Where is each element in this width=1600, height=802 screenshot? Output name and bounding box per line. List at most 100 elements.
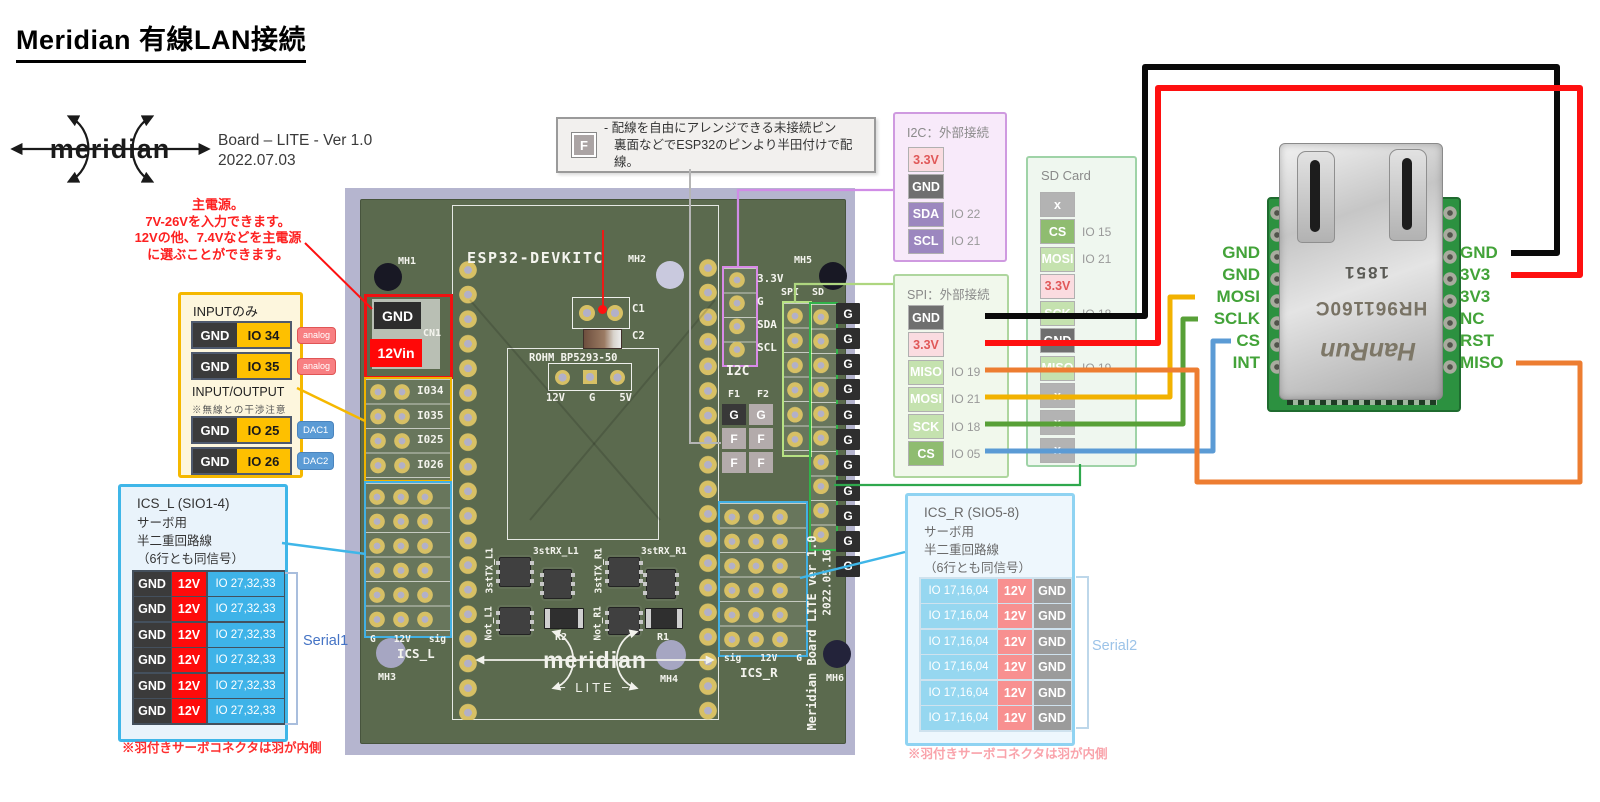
i2c-pin-row: SCL IO 21 (908, 228, 980, 254)
gnd-cell: GND (193, 323, 237, 347)
sd-pin-row: MISO IO 19 (1040, 355, 1112, 381)
i2c-box-title: I2C：外部接続 (907, 126, 989, 140)
silk-i2c-sda: SDA (757, 318, 777, 331)
pin-io: IO 18 (1082, 306, 1112, 321)
gnd-pin-cell: G (836, 429, 860, 451)
ics-l-pads-b (391, 485, 411, 632)
silk-r1: R1 (657, 632, 670, 643)
c1-pads (572, 297, 630, 329)
ics-r-pads-b (746, 505, 766, 651)
pcb-meridian-logo: meridian − LITE − (475, 629, 715, 695)
cn1-gnd-pin: GND (374, 302, 421, 329)
sd-pin-row: 3.3V (1040, 273, 1111, 299)
esp32-left-pin-holes (457, 258, 479, 720)
silk-f1: F1 (728, 389, 741, 400)
ics-r-annotation-box: ICS_R (SIO5-8) サーボ用 半二重回路線 （6行とも同信号） IO … (905, 493, 1075, 746)
servo-note-left: ※羽付きサーボコネクタは羽が内側 (122, 741, 322, 755)
f-note-line1: - 配線を自由にアレンジできる未接続ピン (604, 120, 837, 135)
f-header-cell: G (722, 404, 746, 425)
ics-r-pin-labels: sig 12V G (724, 653, 802, 664)
sd-header-pads (811, 305, 831, 547)
pin-io: IO 21 (951, 392, 981, 407)
lan-pin-label: SCLK (1213, 309, 1260, 328)
pin-io: IO 21 (1082, 252, 1112, 267)
gnd-pin-cell: G (836, 303, 860, 324)
silk-input-pin: I025 (417, 433, 444, 446)
shield-marking-brand: HanRun (1320, 337, 1416, 365)
power-note: 主電源。 7V-26Vを入力できます。 12Vの他、7.4Vなどを主電源 に選ぶ… (134, 197, 302, 262)
ics-r-pads-a (722, 505, 742, 651)
pin-name: MOSI (908, 386, 944, 412)
ics-r-row: IO 17,16,04 12V GND (920, 680, 1071, 705)
ics-r-title: ICS_R (SIO5-8) (924, 505, 1020, 520)
ics-l-row: GND 12V IO 27,32,33 (133, 571, 284, 596)
board-date: 2022.07.03 (218, 152, 296, 169)
ics-r-row: IO 17,16,04 12V GND (920, 578, 1071, 603)
chip-3strx-l1 (540, 569, 575, 599)
gnd-pin-cell: G (836, 555, 860, 577)
gnd-pin-cell: G (836, 353, 860, 375)
gnd-cell: GND (193, 418, 237, 442)
silk-devkit: ESP32-DEVKITC (467, 249, 604, 267)
ics-l-row: GND 12V IO 27,32,33 (133, 673, 284, 698)
lan-pin-label: CS (1236, 331, 1260, 350)
gnd-pin-cell: G (836, 404, 860, 426)
pin-name: MISO (1040, 355, 1075, 381)
silk-side-date: 2022.05.16 (820, 549, 834, 616)
sd-pin-row: x (1040, 383, 1111, 409)
ics-r-table: IO 17,16,04 12V GND IO 17,16,04 12V GND … (919, 577, 1072, 732)
servo-note-right: ※羽付きサーボコネクタは羽が内側 (908, 747, 1108, 761)
sd-pin-row: x (1040, 437, 1111, 463)
pin-badge: analog (297, 326, 337, 344)
sd-pin-row: x (1040, 192, 1111, 217)
chip-3strx-r1 (643, 569, 679, 599)
rj45-clip-left (1297, 151, 1335, 243)
pin-name: 3.3V (1040, 273, 1075, 299)
sd-pin-row: SCK IO 18 (1040, 301, 1112, 327)
ics-r-row: IO 17,16,04 12V GND (920, 604, 1071, 628)
serial2-label: Serial2 (1092, 638, 1138, 654)
f-pin-badge: F (571, 132, 597, 158)
f-header-cell: F (749, 428, 773, 449)
pin-name: SCK (1040, 301, 1075, 327)
spi-pin-row: CS IO 05 (908, 441, 980, 467)
sd-pin-row: MOSI IO 21 (1040, 246, 1112, 272)
ics-r-row: IO 17,16,04 12V GND (920, 655, 1071, 679)
pin-name: CS (908, 441, 944, 467)
gnd-pin-cell: G (836, 454, 860, 476)
silk-c2: C2 (632, 330, 645, 342)
i2c-pin-row: SDA IO 22 (908, 201, 981, 227)
ics-l-row: GND 12V IO 27,32,33 (133, 699, 284, 723)
silk-3sttx-l1: 3stTX_L1 (484, 547, 496, 594)
io-cell: IO 34 (237, 323, 290, 347)
spi-annotation-box: SPI：外部接続 GND 3.3V MISO IO 19 (893, 274, 1009, 478)
silk-dcdc-title: ROHM BP5293-50 (529, 352, 618, 364)
sd-pin-row: x (1040, 410, 1111, 436)
chip-3sttx-r1 (605, 557, 643, 587)
silk-mh2: MH2 (628, 254, 647, 265)
pin-io: IO 19 (1082, 361, 1112, 376)
sd-pin-row: CS IO 15 (1040, 219, 1111, 245)
mh6-hole (823, 640, 851, 668)
i2c-annotation-box: I2C：外部接続 3.3V GND SDA IO 22 (893, 112, 1007, 262)
silk-3sttx-r1: 3stTX_R1 (593, 547, 605, 594)
pin-name: x (1040, 437, 1075, 463)
shield-marking-lot: 1851 (1343, 263, 1389, 282)
pin-io: IO 22 (951, 207, 981, 222)
gnd-pin-cell: G (836, 328, 860, 350)
pin-name: SDA (908, 201, 944, 227)
interference-warning: ※無線との干渉注意 (192, 405, 287, 416)
silk-mh5: MH5 (794, 255, 813, 266)
silk-mh6: MH6 (826, 673, 845, 684)
silk-i2c-scl: SCL (757, 341, 777, 354)
serial1-bracket (285, 572, 298, 725)
silk-i2c: I2C (726, 364, 750, 379)
dcdc-pad-5v (609, 369, 625, 385)
silk-3strx-r1: 3stRX_R1 (641, 546, 687, 557)
mh5-hole (819, 262, 847, 290)
